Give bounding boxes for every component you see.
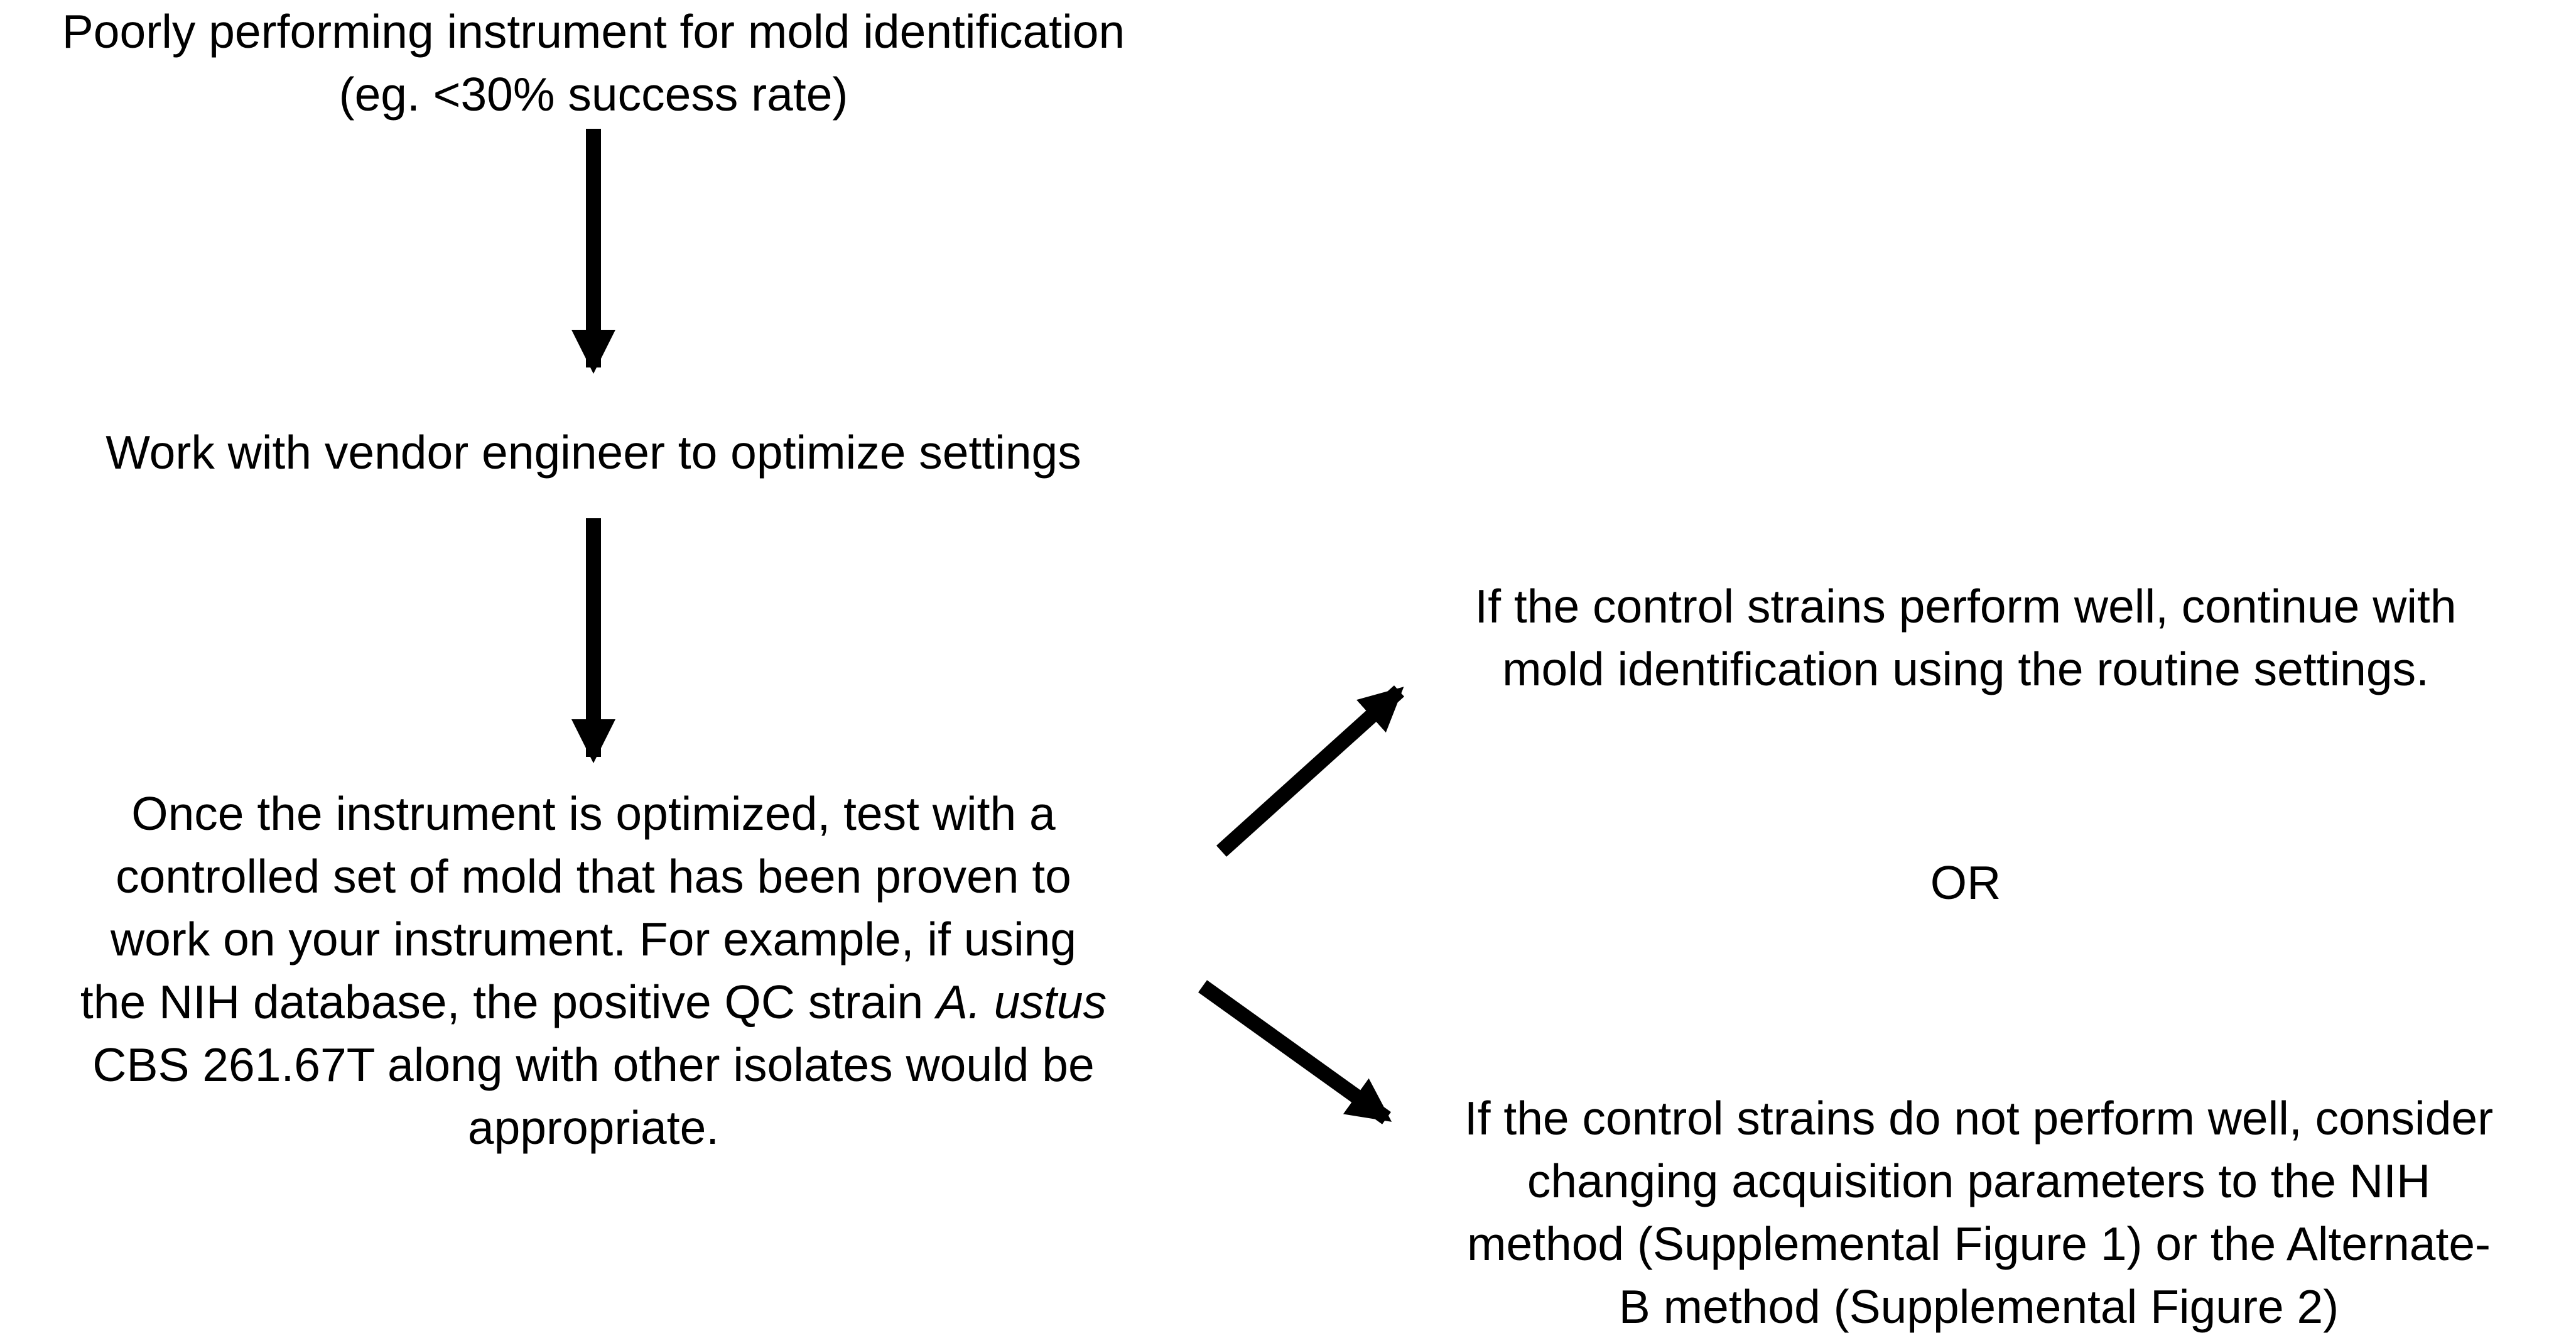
node-text-line: Work with vendor engineer to optimize se…: [106, 426, 1081, 479]
node-text-line-species: the NIH database, the positive QC strain…: [0, 971, 1187, 1033]
arrow-test-to-success: [1216, 685, 1405, 857]
arrow-test-to-fail: [1198, 980, 1392, 1124]
or-label: OR: [1871, 851, 2060, 914]
node-text-line: appropriate.: [467, 1101, 720, 1154]
node-control-strains-perform-well: If the control strains perform well, con…: [1382, 575, 2550, 700]
node-text-line: (eg. <30% success rate): [338, 68, 848, 121]
node-text-line: mold identification using the routine se…: [1502, 643, 2429, 695]
node-work-with-vendor: Work with vendor engineer to optimize se…: [0, 421, 1187, 484]
species-name: A. ustus: [936, 976, 1107, 1028]
node-text-line: controlled set of mold that has been pro…: [116, 850, 1071, 903]
node-text-segment: the NIH database, the positive QC strain: [80, 976, 937, 1028]
node-test-controlled-set: Once the instrument is optimized, test w…: [0, 782, 1187, 1159]
or-text: OR: [1930, 856, 2001, 909]
node-text-line: If the control strains do not perform we…: [1464, 1092, 2494, 1145]
node-text-line: Poorly performing instrument for mold id…: [62, 5, 1125, 58]
node-text-line: method (Supplemental Figure 1) or the Al…: [1466, 1217, 2491, 1270]
node-poorly-performing-instrument: Poorly performing instrument for mold id…: [0, 0, 1187, 126]
node-text-line: work on your instrument. For example, if…: [110, 913, 1077, 965]
node-text-line: If the control strains perform well, con…: [1475, 580, 2457, 633]
node-text-line: B method (Supplemental Figure 2): [1618, 1280, 2339, 1333]
node-text-line: CBS 261.67T along with other isolates wo…: [92, 1038, 1095, 1091]
node-text-line: changing acquisition parameters to the N…: [1527, 1155, 2431, 1207]
node-text-line: Once the instrument is optimized, test w…: [131, 787, 1056, 840]
node-control-strains-do-not-perform-well: If the control strains do not perform we…: [1382, 1087, 2576, 1338]
